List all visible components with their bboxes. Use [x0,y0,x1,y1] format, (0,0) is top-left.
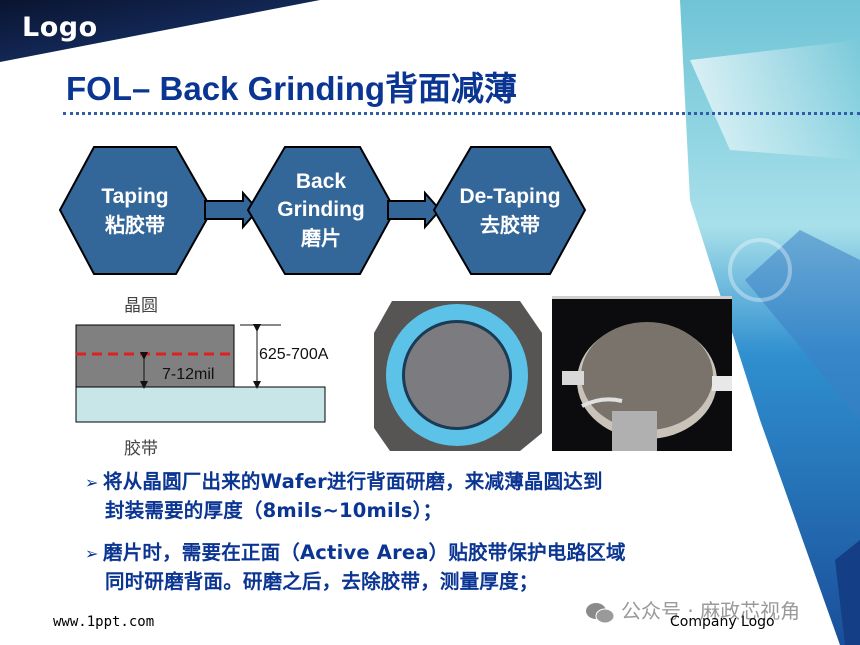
title-chinese: 背面减薄 [385,69,518,108]
arrow-2 [387,190,442,230]
bullet-2-line-2: 同时研磨背面。研磨之后，去除胶带，测量厚度； [105,570,539,593]
bullet-1-line-2: 封装需要的厚度（8mils~10mils）； [105,499,443,522]
tape-label: 胶带 [124,439,158,459]
wechat-icon [586,602,615,623]
website-link[interactable]: www.1ppt.com [53,614,155,630]
watermark-text: 公众号 · 麻政芯视角 [621,599,801,623]
process-flow [58,146,587,275]
wafer-block [75,324,235,388]
remaining-thickness-label: 7-12mil [162,366,215,383]
arrow-bullet-icon: ➢ [85,473,99,492]
step-grinding-en-1: Back [295,170,347,193]
company-logo-text: Company Logo [670,614,775,630]
wafer-tape-frame-photo [374,301,542,451]
arrow-1 [204,190,260,230]
step-grinding-cn: 磨片 [301,226,341,250]
wafer-label: 晶圆 [124,296,158,316]
watermark: 公众号 · 麻政芯视角 [585,595,800,625]
page-title: FOL– Back Grinding背面减薄 [66,62,517,110]
tape-block [75,386,326,423]
step-back-grinding: Back Grinding 磨片 [251,168,391,252]
step-de-taping: De-Taping 去胶带 [440,183,580,239]
step-taping-cn: 粘胶带 [105,213,165,237]
step-taping-en: Taping [101,185,169,208]
hexagon-step-3 [432,146,587,275]
header-banner [0,0,320,62]
step-detaping-cn: 去胶带 [480,213,540,237]
total-thickness-label: 625-700A [259,346,329,363]
bullet-2-line-1: 磨片时，需要在正面（Active Area）贴胶带保护电路区域 [103,541,626,564]
arrow-bullet-icon: ➢ [85,544,99,563]
step-grinding-en-2: Grinding [277,198,365,221]
grinding-machine-photo [552,296,732,451]
logo: Logo [22,12,98,43]
step-detaping-en: De-Taping [459,185,561,208]
bullet-list: ➢将从晶圆厂出来的Wafer进行背面研磨，来减薄晶圆达到 封装需要的厚度（8mi… [85,468,745,610]
wafer-cross-section-diagram [75,324,326,423]
bullet-item-1: ➢将从晶圆厂出来的Wafer进行背面研磨，来减薄晶圆达到 封装需要的厚度（8mi… [85,468,745,525]
step-taping: Taping 粘胶带 [65,183,205,239]
bullet-item-2: ➢磨片时，需要在正面（Active Area）贴胶带保护电路区域 同时研磨背面。… [85,539,745,596]
title-english: FOL– Back Grinding [66,70,386,107]
title-divider [63,112,860,115]
bullet-1-line-1: 将从晶圆厂出来的Wafer进行背面研磨，来减薄晶圆达到 [103,470,603,493]
